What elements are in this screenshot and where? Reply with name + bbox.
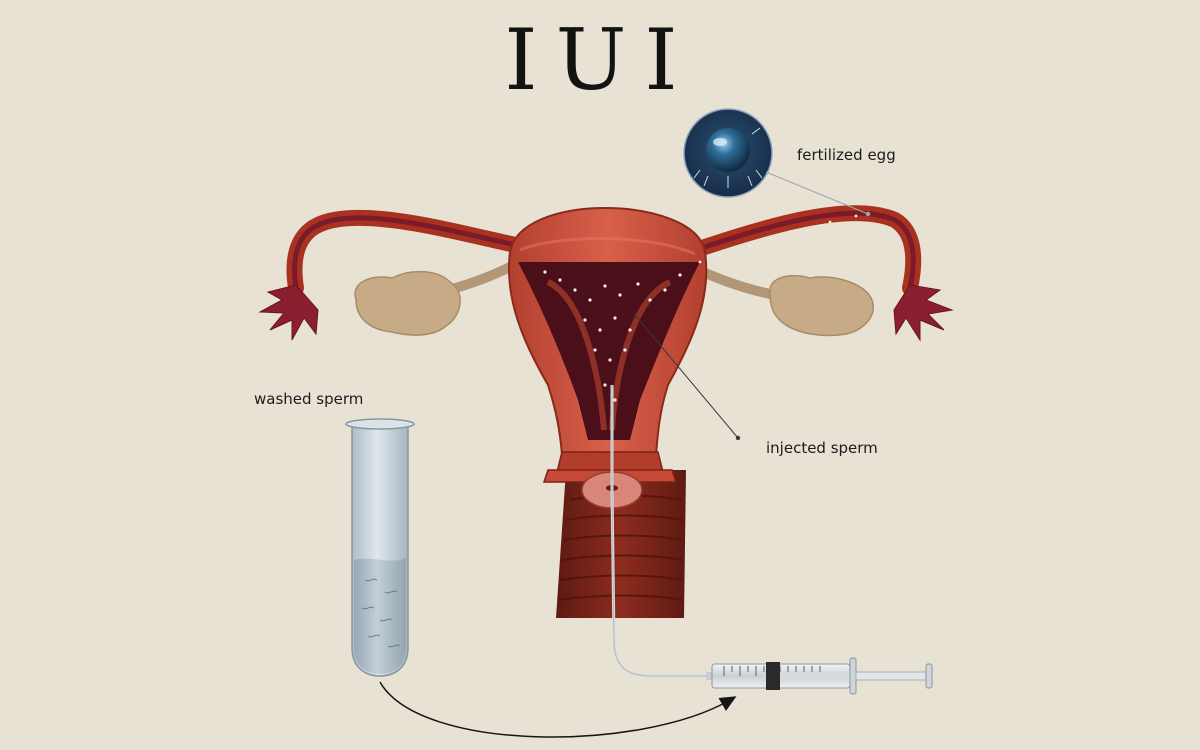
label-injected-sperm: injected sperm bbox=[766, 439, 878, 457]
fertilized-egg-icon bbox=[684, 109, 772, 197]
syringe-icon bbox=[706, 658, 932, 694]
label-fertilized-egg: fertilized egg bbox=[797, 146, 896, 164]
test-tube-icon bbox=[346, 419, 414, 676]
page-title: IUI bbox=[0, 18, 1200, 102]
ovary-right-icon bbox=[770, 276, 873, 336]
leader-line-fertilized-egg bbox=[766, 172, 868, 214]
ovary-left-icon bbox=[355, 272, 460, 335]
curved-arrow-icon bbox=[380, 682, 730, 737]
label-washed-sperm: washed sperm bbox=[254, 390, 363, 408]
